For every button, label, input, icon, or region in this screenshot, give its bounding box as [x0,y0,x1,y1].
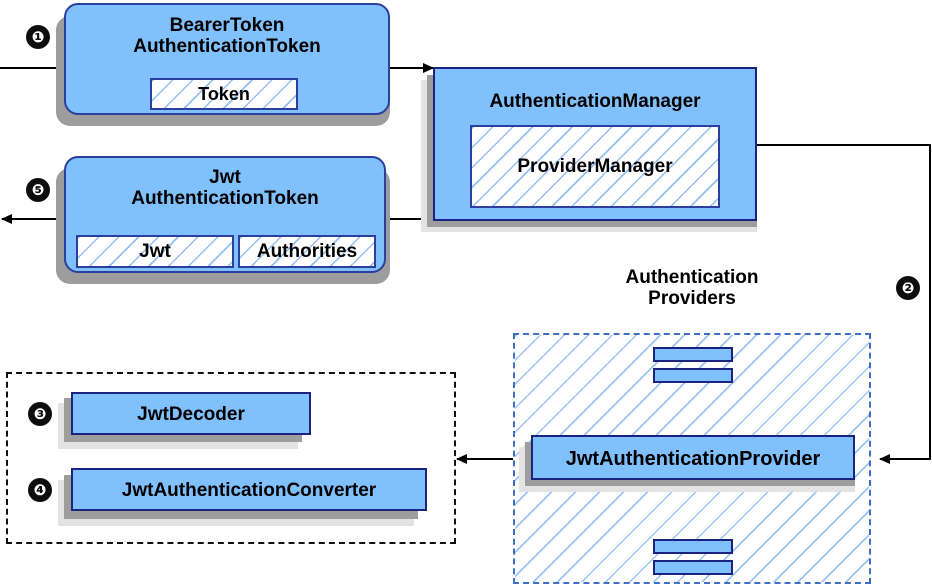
jwt-provider-node[interactable]: JwtAuthenticationProvider [531,435,855,480]
bearer-token-title-line2: AuthenticationToken [133,36,321,58]
slot-authorities-label: Authorities [256,240,358,262]
provider-bar-bottom-2 [653,560,733,575]
step-badge-3: ❸ [28,402,52,426]
step-badge-2: ❷ [896,276,920,300]
slot-provider-manager-label: ProviderManager [517,155,673,177]
jwt-decoder-title: JwtDecoder [137,404,245,425]
jwt-tools-group-box [6,372,456,544]
provider-bar-top-1 [653,347,733,362]
jwt-token-title-line2: AuthenticationToken [131,188,319,210]
step-badge-5: ❺ [26,178,50,202]
jwt-token-slot-jwt[interactable]: Jwt [76,235,234,268]
slot-token-label: Token [198,83,250,104]
bearer-token-title: BearerToken AuthenticationToken [66,15,388,58]
step-badge-4: ❹ [28,478,52,502]
step-badge-1: ❶ [26,25,50,49]
provider-bar-bottom-1 [653,539,733,554]
jwt-provider-title: JwtAuthenticationProvider [565,448,821,470]
jwt-token-title: Jwt AuthenticationToken [66,167,384,210]
provider-bar-top-2 [653,368,733,383]
auth-manager-slot-provider-manager[interactable]: ProviderManager [470,125,720,208]
providers-group-label-line2: Providers [648,287,736,309]
slot-jwt-label: Jwt [139,240,171,262]
hatch-fill [240,237,374,266]
providers-group-label-line1: Authentication [625,267,759,288]
providers-group-label: Authentication Providers [513,267,871,310]
hatch-fill [152,80,296,108]
hatch-fill [78,237,232,266]
jwt-token-slot-authorities[interactable]: Authorities [238,235,376,268]
jwt-token-title-line1: Jwt [209,167,241,188]
hatch-fill [472,127,718,206]
bearer-token-slot-token[interactable]: Token [150,78,298,110]
bearer-token-title-line1: BearerToken [169,15,285,36]
auth-manager-title: AuthenticationManager [489,91,701,112]
jwt-converter-node[interactable]: JwtAuthenticationConverter [71,468,427,511]
jwt-converter-title: JwtAuthenticationConverter [121,480,377,501]
jwt-decoder-node[interactable]: JwtDecoder [71,392,311,435]
